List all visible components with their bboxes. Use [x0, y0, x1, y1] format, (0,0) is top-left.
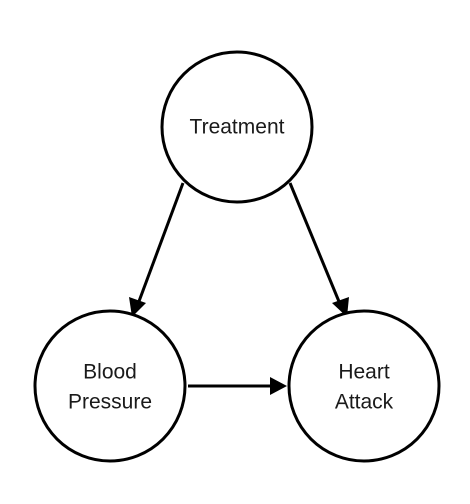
node-blood-pressure-label-line2: Pressure — [68, 391, 152, 414]
node-treatment-label: Treatment — [190, 116, 285, 139]
edge-treatment-to-blood-pressure — [136, 182, 185, 305]
arrowhead-blood-pressure-to-heart-attack — [270, 377, 287, 395]
arrowhead-treatment-to-blood-pressure — [129, 297, 146, 317]
node-heart-attack-label-line1: Heart — [338, 361, 390, 384]
node-blood-pressure-label-line1: Blood — [83, 361, 137, 384]
node-blood-pressure: Blood Pressure — [33, 309, 187, 463]
edge-treatment-to-heart-attack — [288, 182, 342, 305]
node-treatment-circle — [160, 50, 314, 204]
node-treatment: Treatment — [160, 50, 314, 204]
node-heart-attack: Heart Attack — [287, 309, 441, 463]
node-heart-attack-circle — [287, 309, 441, 463]
node-blood-pressure-circle — [33, 309, 187, 463]
node-heart-attack-label-line2: Attack — [335, 391, 394, 414]
